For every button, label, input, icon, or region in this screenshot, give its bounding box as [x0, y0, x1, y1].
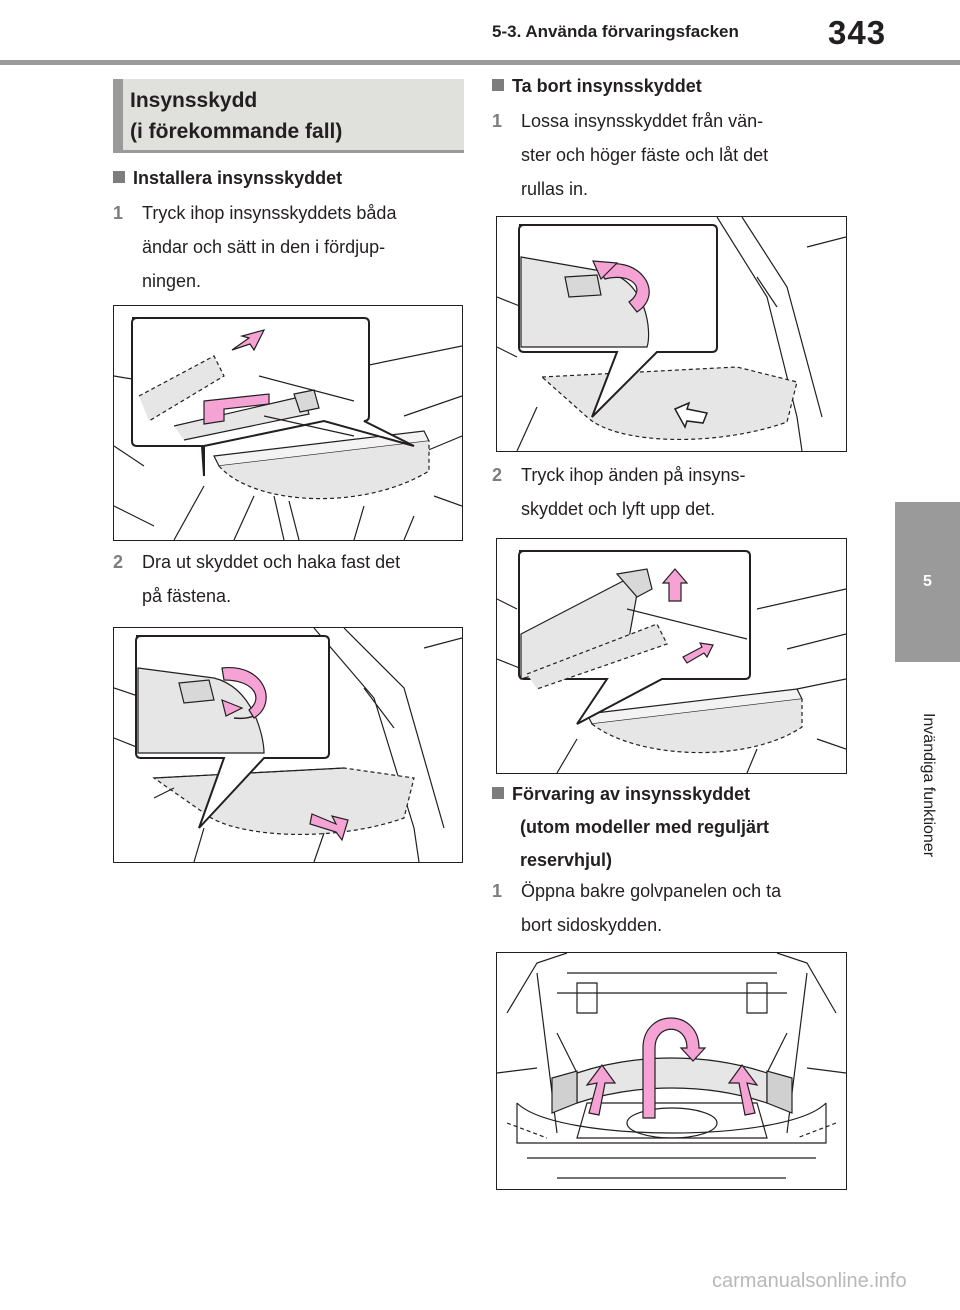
- storage-heading-line: Förvaring av insynsskyddet: [512, 784, 751, 804]
- step-number: 1: [113, 203, 124, 223]
- step-text-line: skyddet och lyft upp det.: [521, 499, 716, 519]
- step-text-line: rullas in.: [521, 179, 589, 199]
- step-number: 1: [492, 111, 503, 131]
- storage-heading: Förvaring av insynsskyddet (utom modelle…: [492, 778, 769, 877]
- install-heading: Installera insynsskyddet: [113, 162, 342, 195]
- figure-remove-2: [496, 538, 847, 774]
- step-text-line: Tryck ihop änden på insyns-: [521, 465, 746, 485]
- figure-storage-1: [496, 952, 847, 1190]
- section-title-line2: (i förekommande fall): [130, 120, 343, 143]
- step-text-line: Lossa insynsskyddet från vän-: [521, 111, 764, 131]
- install-heading-text: Installera insynsskyddet: [133, 168, 343, 188]
- storage-heading-line: reservhjul): [520, 850, 613, 870]
- chapter-label: Invändiga funktioner: [919, 712, 937, 857]
- step-text-line: bort sidoskydden.: [521, 915, 663, 935]
- step-number: 1: [492, 881, 503, 901]
- watermark: carmanualsonline.info: [712, 1270, 907, 1292]
- header-rule: [0, 60, 960, 65]
- figure-install-2: [113, 627, 463, 863]
- square-bullet-icon: [492, 79, 504, 91]
- figure-install-1: [113, 305, 463, 541]
- step-text-line: ändar och sätt in den i fördjup-: [142, 237, 386, 257]
- square-bullet-icon: [492, 787, 504, 799]
- storage-heading-line: (utom modeller med reguljärt: [520, 817, 770, 837]
- chapter-tab-number[interactable]: 5: [895, 502, 960, 662]
- remove-heading-text: Ta bort insynsskyddet: [512, 76, 702, 96]
- section-title-box: Insynsskydd (i förekommande fall): [113, 79, 464, 153]
- step-text-line: Tryck ihop insynsskyddets båda: [142, 203, 397, 223]
- chapter-number: 5: [923, 573, 932, 590]
- figure-remove-1: [496, 216, 847, 452]
- remove-heading: Ta bort insynsskyddet: [492, 70, 702, 103]
- section-title-line1: Insynsskydd: [130, 89, 258, 112]
- chapter-tab-label: Invändiga funktioner: [895, 662, 960, 907]
- step-text-line: ningen.: [142, 271, 202, 291]
- square-bullet-icon: [113, 171, 125, 183]
- page-number: 343: [828, 14, 887, 51]
- step-text-line: ster och höger fäste och låt det: [521, 145, 769, 165]
- step-text-line: Dra ut skyddet och haka fast det: [142, 552, 401, 572]
- step-text-line: på fästena.: [142, 586, 232, 606]
- step-number: 2: [113, 552, 124, 572]
- step-number: 2: [492, 465, 503, 485]
- header-title: 5-3. Använda förvaringsfacken: [492, 22, 739, 41]
- step-text-line: Öppna bakre golvpanelen och ta: [521, 881, 782, 901]
